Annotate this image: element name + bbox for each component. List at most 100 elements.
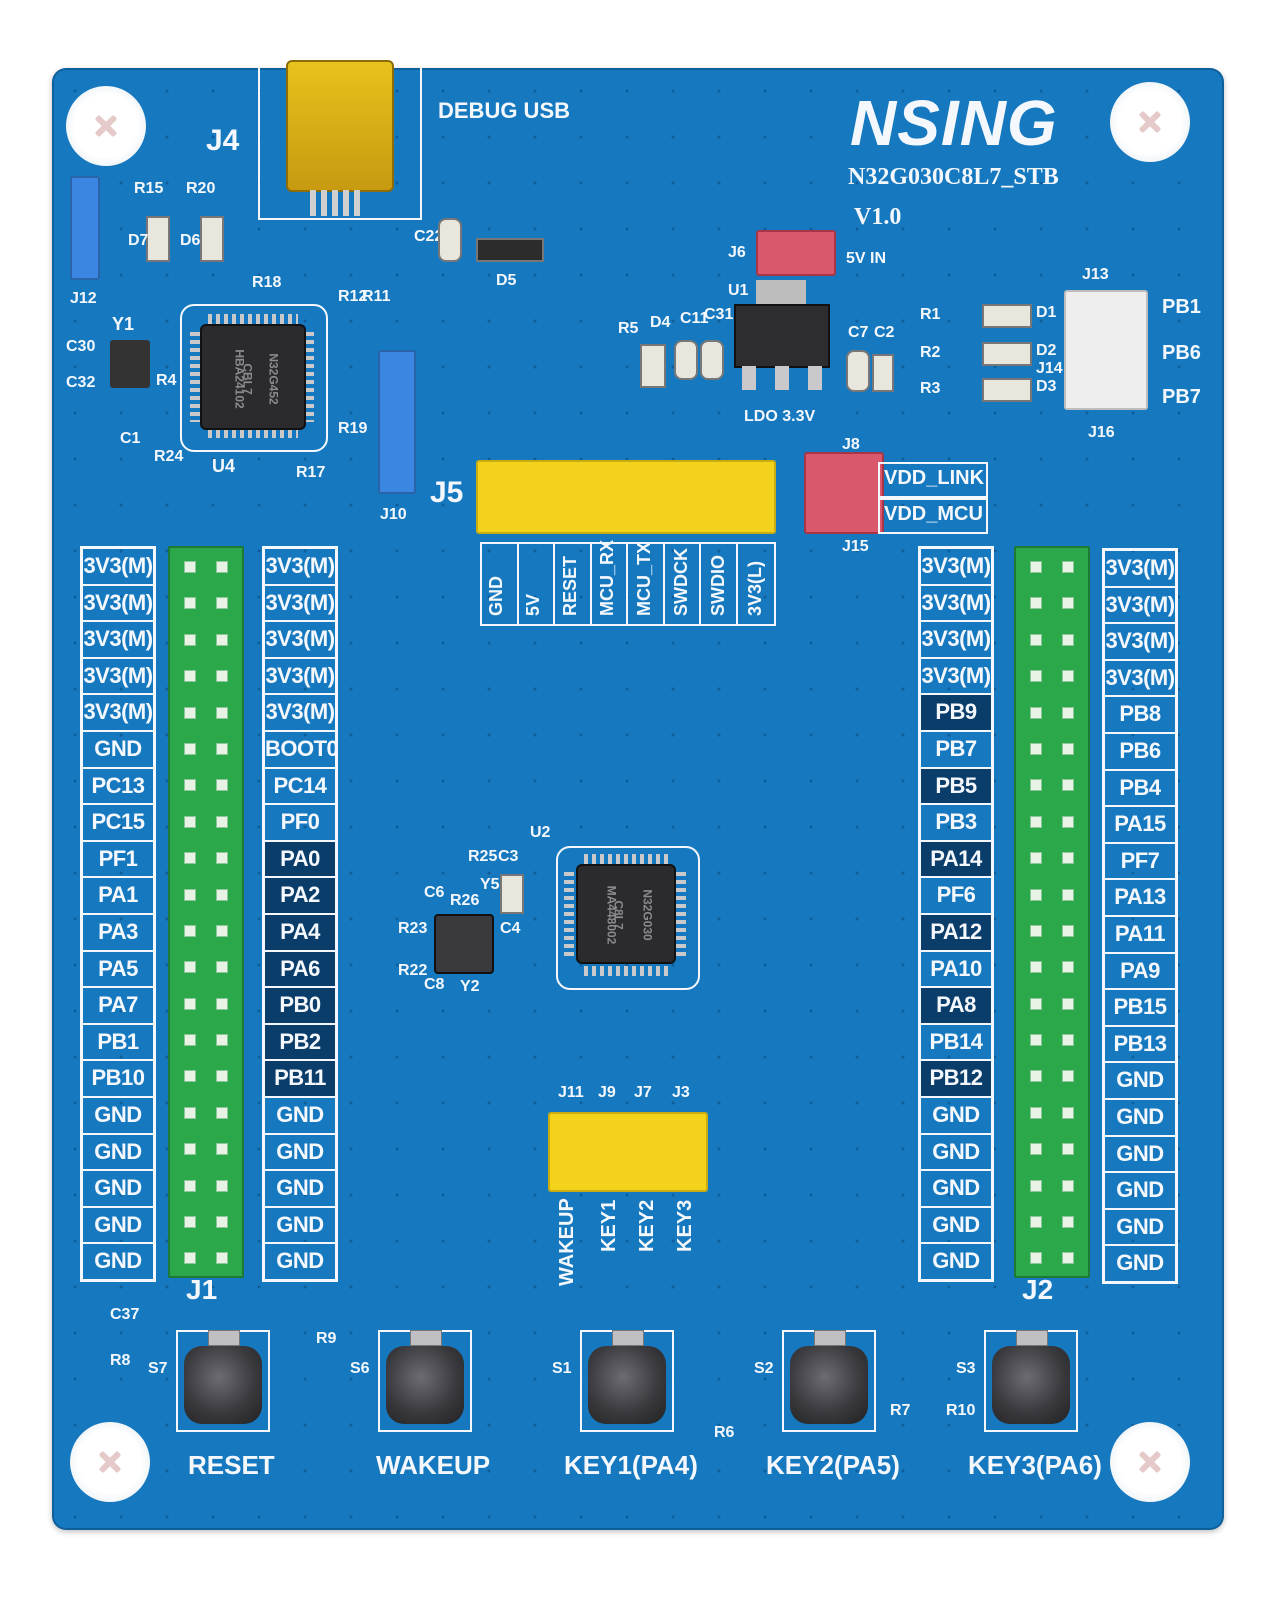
j5-pin-label: GND [486, 576, 506, 616]
header-pin-pair[interactable] [170, 730, 242, 766]
label-reset: RESET [188, 1450, 275, 1480]
header-pin-pair[interactable] [1016, 985, 1088, 1021]
pin-label: PA6 [265, 951, 335, 989]
crystal-y5 [500, 874, 524, 914]
key2-button[interactable] [782, 1330, 876, 1432]
header-pin-pair[interactable] [170, 1094, 242, 1130]
wakeup-button[interactable] [378, 1330, 472, 1432]
reset-button[interactable] [176, 1330, 270, 1432]
key2-button-cap[interactable] [790, 1346, 868, 1424]
pin-label: PA9 [1105, 954, 1175, 991]
header-pin-pair[interactable] [170, 1021, 242, 1057]
header-pin-pair[interactable] [170, 548, 242, 584]
header-pin-pair[interactable] [170, 1239, 242, 1275]
key3-button-tab [1016, 1330, 1048, 1346]
key1-button[interactable] [580, 1330, 674, 1432]
header-pin-pair[interactable] [1016, 694, 1088, 730]
header-j12[interactable] [70, 176, 100, 280]
header-pin-pair[interactable] [1016, 876, 1088, 912]
j5-pin-label: SWDIO [708, 555, 728, 616]
header-j10[interactable] [378, 350, 416, 494]
header-pin-pair[interactable] [170, 766, 242, 802]
mounting-hole-top-right [1110, 82, 1190, 162]
label-key3-jumper: KEY3 [674, 1199, 696, 1252]
header-pin-pair[interactable] [170, 839, 242, 875]
header-pin-pair[interactable] [1016, 730, 1088, 766]
ref-y2: Y2 [460, 978, 480, 995]
pin-label: PB6 [1105, 734, 1175, 771]
ldo-legs [742, 366, 822, 390]
ref-j6: J6 [728, 244, 746, 261]
j5-header[interactable] [476, 460, 776, 534]
ref-j15: J15 [842, 538, 869, 555]
pin-label: PA14 [921, 841, 991, 879]
pin-label: 3V3(M) [265, 695, 335, 732]
header-pin-pair[interactable] [170, 657, 242, 693]
header-pin-pair[interactable] [1016, 548, 1088, 584]
pin-label: 3V3(M) [265, 586, 335, 623]
header-j1[interactable] [168, 546, 244, 1278]
header-pin-pair[interactable] [1016, 1094, 1088, 1130]
header-pin-pair[interactable] [170, 985, 242, 1021]
header-j2[interactable] [1014, 546, 1090, 1278]
j5-divider [735, 542, 738, 624]
header-pin-pair[interactable] [1016, 912, 1088, 948]
header-pin-pair[interactable] [1016, 657, 1088, 693]
ref-j5: J5 [430, 476, 464, 509]
wakeup-button-cap[interactable] [386, 1346, 464, 1424]
led-d1 [982, 304, 1032, 328]
pin-label: 3V3(M) [265, 659, 335, 696]
ref-j3: J3 [672, 1084, 690, 1101]
pin-label: GND [1105, 1100, 1175, 1137]
ref-s7: S7 [148, 1360, 168, 1377]
pin-label: GND [265, 1098, 335, 1135]
header-pin-pair[interactable] [1016, 584, 1088, 620]
header-pin-pair[interactable] [1016, 1239, 1088, 1275]
label-key1: KEY1(PA4) [564, 1450, 698, 1480]
key-jumpers[interactable] [548, 1112, 708, 1192]
header-pin-pair[interactable] [170, 621, 242, 657]
header-pin-pair[interactable] [1016, 621, 1088, 657]
header-pin-pair[interactable] [170, 803, 242, 839]
header-pin-pair[interactable] [1016, 1167, 1088, 1203]
usb-connector[interactable] [286, 60, 394, 192]
j5-divider [626, 542, 628, 624]
ref-c8: C8 [424, 976, 445, 993]
led-jumpers-j13-j14-j16[interactable] [1064, 290, 1148, 410]
header-pin-pair[interactable] [170, 876, 242, 912]
header-pin-pair[interactable] [170, 912, 242, 948]
pin-label: PB14 [921, 1025, 991, 1062]
key1-button-cap[interactable] [588, 1346, 666, 1424]
header-pin-pair[interactable] [1016, 1130, 1088, 1166]
jumper-j6[interactable] [756, 230, 836, 276]
header-pin-pair[interactable] [170, 948, 242, 984]
header-pin-pair[interactable] [1016, 1203, 1088, 1239]
header-pin-pair[interactable] [170, 584, 242, 620]
header-pin-pair[interactable] [170, 1130, 242, 1166]
header-pin-pair[interactable] [1016, 803, 1088, 839]
pin-label: GND [83, 1135, 153, 1172]
pin-label: PB7 [921, 732, 991, 769]
pin-label: GND [83, 1098, 153, 1135]
key2-button-tab [814, 1330, 846, 1346]
header-pin-pair[interactable] [170, 1057, 242, 1093]
key3-button-cap[interactable] [992, 1346, 1070, 1424]
ref-c22: C22 [414, 228, 444, 245]
ref-d4: D4 [650, 314, 671, 331]
pin-label: PA10 [921, 952, 991, 989]
ref-c32: C32 [66, 374, 96, 391]
pin-label: PA4 [265, 914, 335, 952]
header-pin-pair[interactable] [1016, 948, 1088, 984]
power-select-jumper[interactable] [804, 452, 884, 534]
header-pin-pair[interactable] [170, 694, 242, 730]
header-pin-pair[interactable] [1016, 839, 1088, 875]
header-pin-pair[interactable] [1016, 1057, 1088, 1093]
header-pin-pair[interactable] [170, 1167, 242, 1203]
key3-button[interactable] [984, 1330, 1078, 1432]
header-pin-pair[interactable] [170, 1203, 242, 1239]
header-pin-pair[interactable] [1016, 1021, 1088, 1057]
led-label-pb6: PB6 [1162, 342, 1201, 364]
header-pin-pair[interactable] [1016, 766, 1088, 802]
pin-label: GND [83, 1171, 153, 1208]
reset-button-cap[interactable] [184, 1346, 262, 1424]
